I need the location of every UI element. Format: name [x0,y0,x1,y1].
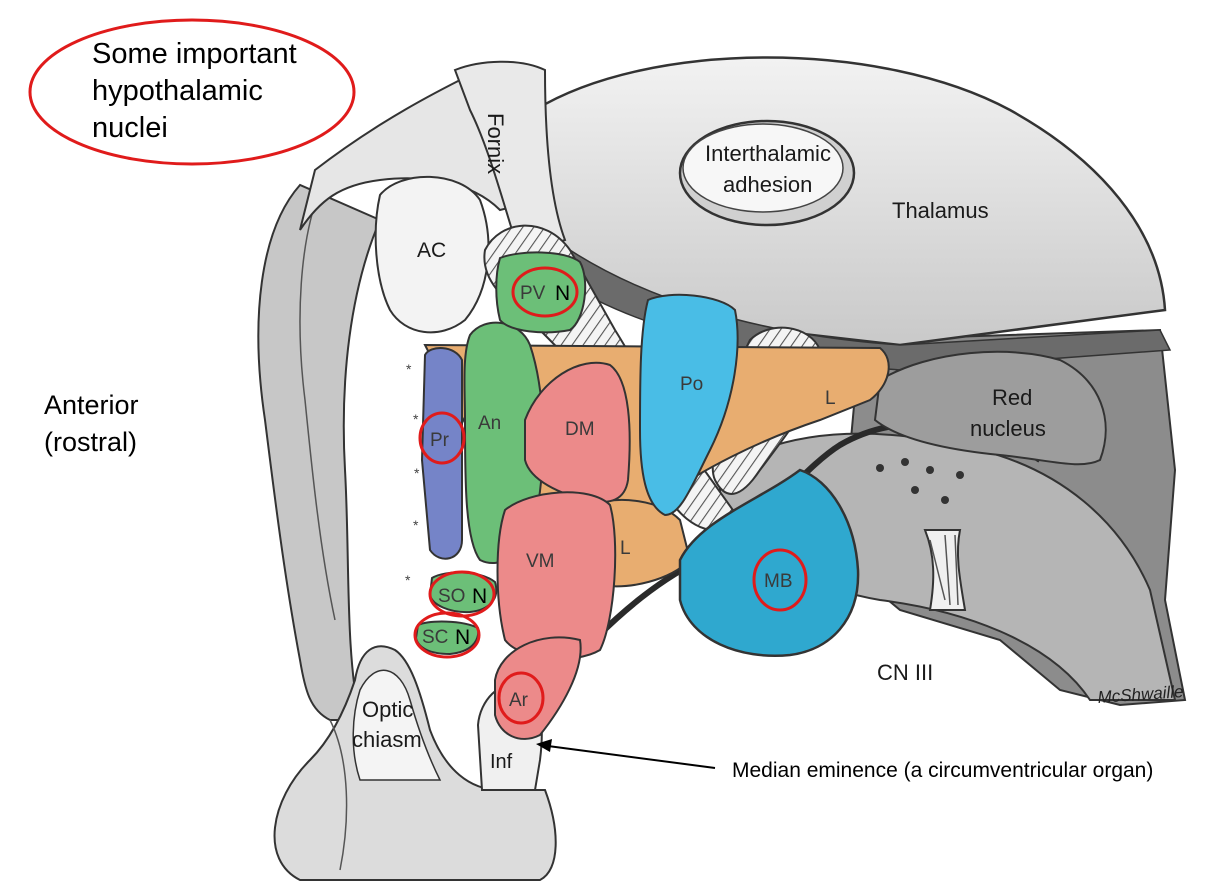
scn-highlight [413,611,481,659]
ar-highlight [497,671,545,725]
fornix-label: Fornix [483,113,508,174]
structure-labels: Fornix Interthalamic adhesion Thalamus A… [352,113,1184,773]
anterior-commissure [374,175,490,334]
median-eminence-arrow [536,739,716,769]
vm-label: VM [526,551,555,572]
svg-text:*: * [413,411,419,427]
cn-iii-label: CN III [877,660,933,685]
nucleus-dm [524,361,631,503]
scn-label-a: SC [422,627,448,648]
red-nucleus-label-1: Red [992,385,1032,410]
ar-label: Ar [509,690,529,711]
orientation-line-2: (rostral) [44,427,137,457]
lamina-terminalis-tissue [257,183,382,721]
inf-label: Inf [490,751,513,773]
ac-label: AC [417,239,446,262]
interthalamic-label-2: adhesion [723,172,812,197]
optic-chiasm-label-2: chiasm [352,727,422,752]
mb-highlight [752,548,808,612]
pvn-highlight [511,266,579,318]
mb-label: MB [764,571,793,592]
l-upper-label: L [825,388,836,409]
pr-label: Pr [430,430,450,451]
title-line-1: Some important [92,38,297,70]
nucleus-pr [420,347,463,560]
nucleus-vm [496,491,617,660]
svg-text:*: * [414,465,420,481]
an-label: An [478,413,501,434]
nucleus-ar [494,636,582,740]
highlight-circles [28,18,808,725]
po-label: Po [680,374,703,395]
title-line-3: nuclei [92,112,168,144]
interthalamic-label-1: Interthalamic [705,141,831,166]
optic-chiasm-label-1: Optic [362,697,413,722]
red-nucleus-label-2: nucleus [970,416,1046,441]
son-label-b: N [472,585,487,608]
title-highlight [28,18,356,166]
dm-label: DM [565,419,595,440]
pvn-label-b: N [555,282,570,305]
title-block: Some important hypothalamic nuclei [92,38,297,144]
orientation-line-1: Anterior [44,390,139,420]
nucleus-labels: PV N An Pr DM Po L L VM SO N SC N Ar MB [422,282,836,711]
nucleus-po [638,293,739,517]
svg-text:*: * [413,517,419,533]
pvn-label-a: PV [520,283,546,304]
scn-label-b: N [455,626,470,649]
nucleus-mb [678,468,860,657]
brain-section-illustration: * * * * * [257,56,1187,881]
l-lower-label: L [620,538,631,559]
orientation-label: Anterior (rostral) [44,390,139,457]
fornix [453,60,567,257]
posterior-dots [876,458,964,504]
pr-highlight [418,411,466,465]
son-label-a: SO [438,586,465,607]
thalamus-label: Thalamus [892,198,989,223]
svg-text:*: * [405,572,411,588]
title-line-2: hypothalamic [92,75,263,107]
svg-text:*: * [406,361,412,377]
asterisks: * * * * * [405,361,420,588]
hypothalamic-nuclei [414,251,890,740]
median-eminence-label: Median eminence (a circumventricular org… [732,759,1153,782]
red-nucleus [873,350,1107,466]
